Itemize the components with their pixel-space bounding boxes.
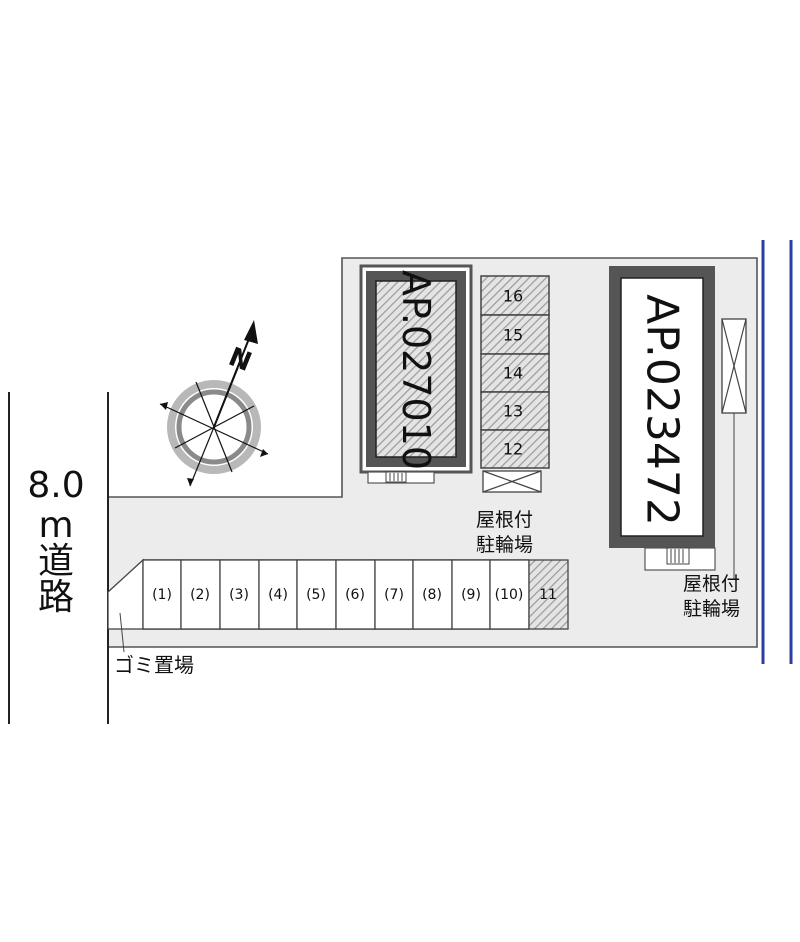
parking-space-5: (5) — [306, 587, 326, 603]
parking-space-4: (4) — [268, 587, 288, 603]
road-width-label: 8.0 — [27, 465, 85, 506]
parking-space-1: (1) — [152, 587, 172, 603]
bike-parking-1-line2: 駐輪場 — [476, 534, 534, 556]
entrance-steps-1 — [385, 471, 407, 483]
bike-parking-1-line1: 屋根付 — [476, 509, 534, 531]
building-ap027010: AP.027010 — [359, 264, 473, 484]
waterway — [761, 240, 793, 664]
bike-parking-2-line2: 駐輪場 — [683, 598, 741, 620]
road-name-char-2: 路 — [37, 577, 74, 618]
building-ap023472: AP.023472 — [609, 266, 716, 571]
parking-space-10: (10) — [495, 587, 524, 603]
road-name-char-1: 道 — [37, 541, 74, 582]
compass-north-label: N — [224, 342, 255, 378]
compass: N — [159, 320, 269, 487]
parking-space-16: 16 — [503, 287, 523, 306]
entrance-steps-2 — [666, 547, 690, 565]
parking-space-11: 11 — [539, 587, 557, 603]
parking-row: (1) (2) (3) (4) (5) (6) (7) (8) (9) (10)… — [107, 558, 569, 630]
building-label-1: AP.027010 — [394, 270, 438, 470]
parking-space-8: (8) — [422, 587, 442, 603]
parking-space-3: (3) — [229, 587, 249, 603]
parking-space-7: (7) — [384, 587, 404, 603]
bike-parking-1-symbol — [482, 470, 542, 493]
garbage-area-label: ゴミ置場 — [114, 653, 194, 677]
parking-space-9: (9) — [461, 587, 481, 603]
parking-space-13: 13 — [503, 402, 523, 421]
road-unit-label: m — [38, 505, 74, 546]
parking-space-15: 15 — [503, 326, 523, 345]
parking-stack: 16 15 14 13 12 — [480, 275, 550, 469]
garbage-leader — [119, 612, 125, 653]
parking-space-14: 14 — [503, 364, 523, 383]
building-label-2: AP.023472 — [637, 294, 688, 526]
parking-space-6: (6) — [345, 587, 365, 603]
bike-parking-2-line1: 屋根付 — [683, 573, 741, 595]
parking-space-2: (2) — [190, 587, 210, 603]
bike-parking-2-symbol — [721, 318, 747, 580]
parking-space-12: 12 — [503, 440, 523, 459]
